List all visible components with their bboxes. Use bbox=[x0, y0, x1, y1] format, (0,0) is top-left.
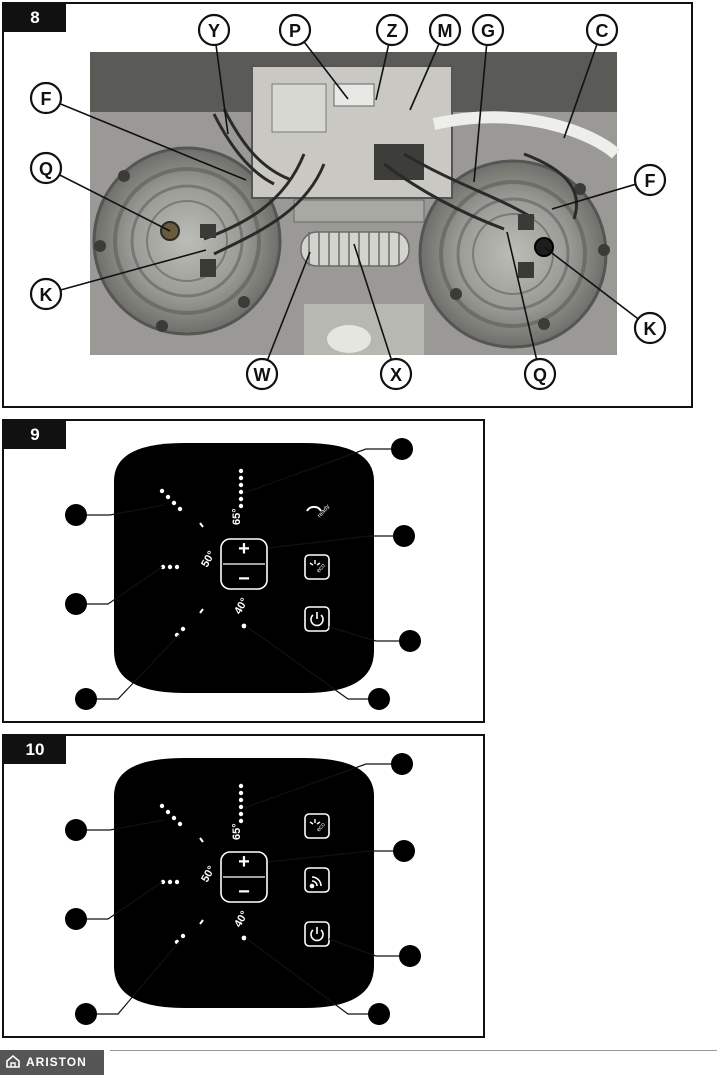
ariston-logo-icon bbox=[6, 1055, 20, 1068]
callout-Q-left: Q bbox=[39, 159, 53, 179]
callout-Q-bottom: Q bbox=[533, 365, 547, 385]
callout-F-left: F bbox=[41, 89, 52, 109]
brand-name: ARISTON bbox=[26, 1055, 87, 1069]
heating-element-photo: Y P Z M G C F Q K F K W X Q bbox=[4, 4, 695, 410]
led-row-50 bbox=[161, 880, 179, 884]
figure-10-panel: 10 65° 50° 40° + − eco bbox=[2, 734, 485, 1038]
callout-G: G bbox=[481, 21, 495, 41]
callout-X: X bbox=[390, 365, 402, 385]
brand-badge: ARISTON bbox=[0, 1050, 104, 1075]
minus-label: − bbox=[238, 881, 250, 903]
led-row-50 bbox=[161, 565, 179, 569]
plus-label: + bbox=[238, 851, 250, 873]
footer-divider bbox=[110, 1050, 717, 1051]
callout-C: C bbox=[596, 21, 609, 41]
minus-label: − bbox=[238, 568, 250, 590]
temp-label-65: 65° bbox=[231, 508, 243, 525]
temp-label-65: 65° bbox=[231, 823, 243, 840]
plus-label: + bbox=[238, 538, 250, 560]
control-panel-diagram-10: 65° 50° 40° + − eco bbox=[4, 736, 487, 1040]
figure-9-panel: 9 65° 50° 40° + − rea bbox=[2, 419, 485, 723]
page-footer: ARISTON bbox=[0, 1050, 717, 1075]
callout-W: W bbox=[254, 365, 271, 385]
callout-K-right: K bbox=[644, 319, 657, 339]
callout-K-left: K bbox=[40, 285, 53, 305]
callout-M: M bbox=[438, 21, 453, 41]
callout-P: P bbox=[289, 21, 301, 41]
callout-Z: Z bbox=[387, 21, 398, 41]
callout-Y: Y bbox=[208, 21, 220, 41]
control-panel-diagram-9: 65° 50° 40° + − ready eco bbox=[4, 421, 487, 725]
callout-F-right: F bbox=[645, 171, 656, 191]
figure-8-panel: 8 bbox=[2, 2, 693, 408]
